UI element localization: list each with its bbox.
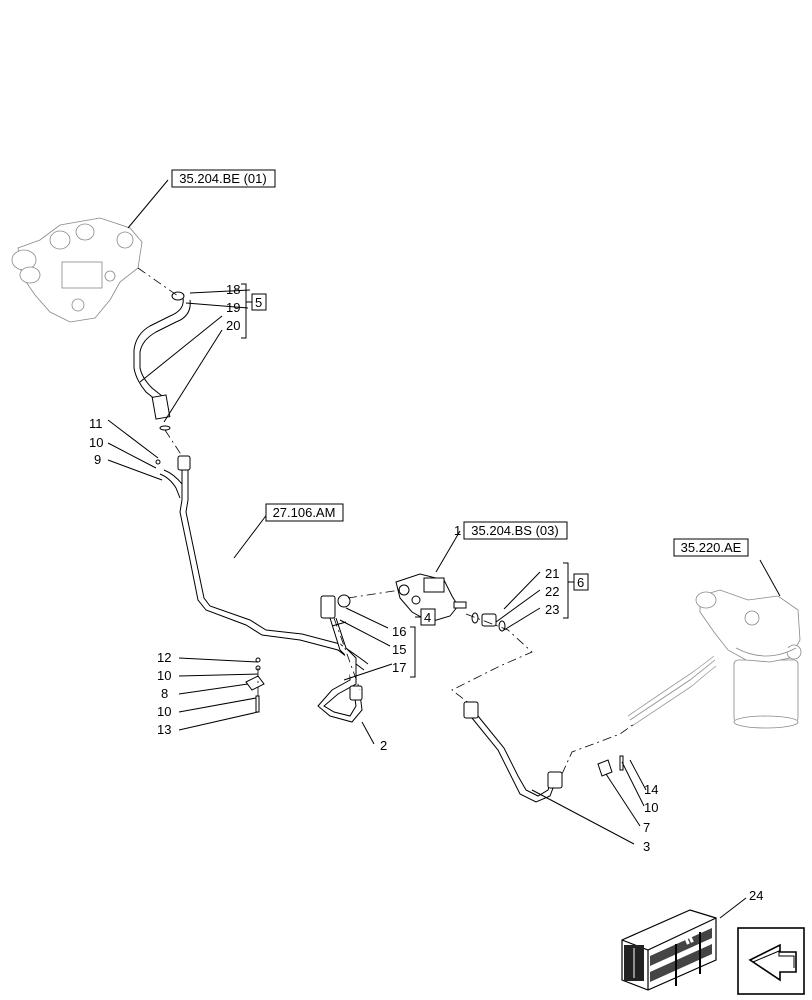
callout-21: 21 [545,566,559,581]
callout-15: 15 [392,642,406,657]
ref-label-valve: 35.204.BS (03) [471,523,558,538]
group-bracket-6 [563,562,589,619]
group-bracket-5 [241,283,267,339]
washer-10 [155,459,161,465]
callout-22: 22 [545,584,559,599]
ref-label-steering: 35.220.AE [681,540,742,555]
callout-1: 1 [454,523,461,538]
callout-2: 2 [380,738,387,753]
callout-18: 18 [226,282,240,297]
pipe-20 [133,291,191,431]
steering-assembly-ghost [627,589,802,729]
callout-17: 17 [392,660,406,675]
callout-16: 16 [392,624,406,639]
callout-12: 12 [157,650,171,665]
ref-box-valve-block[interactable]: 35.204.BE (01) [171,169,276,188]
callout-10-a: 10 [89,435,103,450]
ref-label-pump: 27.106.AM [273,505,336,520]
callout-10-b: 10 [157,668,171,683]
clip-8 [245,665,265,713]
callout-8: 8 [161,686,168,701]
callout-10-d: 10 [644,800,658,815]
flow-line-d [333,617,361,691]
flow-line-f [561,723,635,775]
pipe-2 [317,594,363,723]
svg-text:▮▮: ▮▮ [683,934,695,946]
valve-block-ghost [11,217,143,323]
callout-20: 20 [226,318,240,333]
ref-box-valve[interactable]: 35.204.BS (03) [463,521,568,540]
valve-part-1 [395,573,467,623]
pipe-3 [463,701,563,803]
group-label-6: 6 [577,575,584,590]
washer-11 [255,657,261,663]
callout-24: 24 [749,888,763,903]
ref-label-valve-block: 35.204.BE (01) [179,171,266,186]
fittings-21-23 [471,612,506,632]
callout-3: 3 [643,839,650,854]
flow-line-e [451,613,533,705]
flow-line-a [137,267,179,297]
group-label-4: 4 [424,610,431,625]
flow-line-c [347,589,401,599]
callout-9: 9 [94,452,101,467]
flow-line-b [164,429,183,457]
callout-13: 13 [157,722,171,737]
callout-11: 11 [89,416,103,431]
group-bracket-4 [410,608,436,678]
next-page-arrow-icon[interactable] [737,927,805,995]
leader-lines [107,179,781,919]
callout-14: 14 [644,782,658,797]
callout-19: 19 [226,300,240,315]
group-label-5: 5 [255,295,262,310]
clip-7 [597,755,624,777]
ref-box-pump[interactable]: 27.106.AM [265,503,344,522]
callout-10-c: 10 [157,704,171,719]
callout-7: 7 [643,820,650,835]
shipping-crate-icon: ▮▮ [621,909,717,991]
callout-23: 23 [545,602,559,617]
ref-box-steering[interactable]: 35.220.AE [673,538,749,557]
